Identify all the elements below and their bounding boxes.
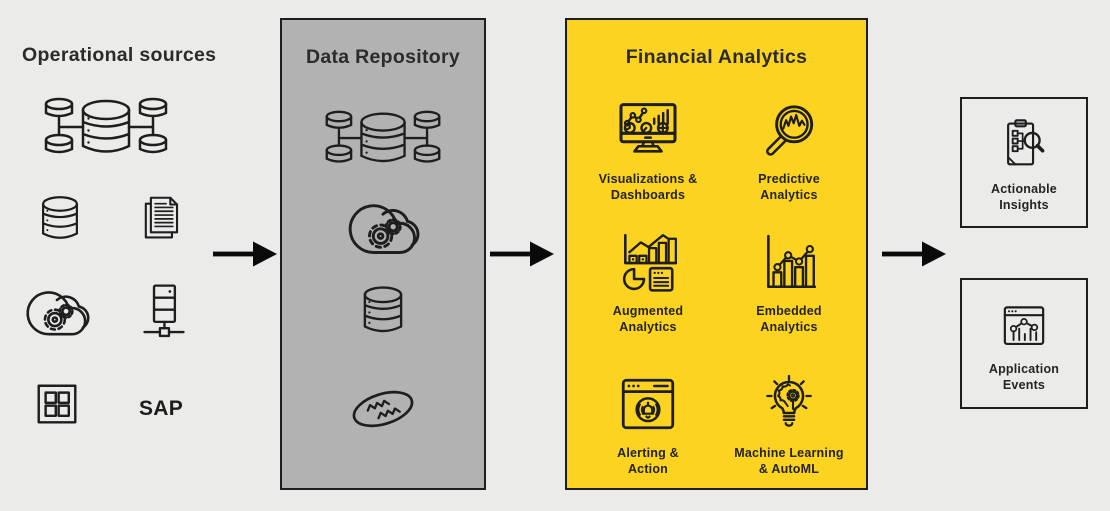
actionable-insights-icon	[995, 117, 1053, 170]
analytics-item: Machine Learning & AutoML	[716, 372, 862, 478]
output-label: Actionable Insights	[991, 182, 1057, 213]
database-icon	[354, 283, 412, 341]
networked-database-icon	[42, 95, 170, 161]
analytics-item: Augmented Analytics	[575, 230, 721, 336]
cloud-integration-icon	[24, 282, 90, 340]
data-repository-panel: Data Repository	[280, 18, 486, 490]
augmented-analytics-icon	[615, 230, 681, 294]
networked-database-icon	[323, 108, 443, 170]
cloud-integration-icon	[346, 194, 420, 259]
actionable-insights-box: Actionable Insights	[960, 97, 1088, 228]
analytics-item-label: Alerting & Action	[617, 446, 679, 477]
application-events-box: Application Events	[960, 278, 1088, 409]
right-arrow-icon	[490, 239, 554, 269]
output-label: Application Events	[988, 362, 1060, 393]
right-arrow-icon	[213, 239, 277, 269]
analytics-item-label: Machine Learning & AutoML	[734, 446, 844, 477]
machine-learning-automl-icon	[757, 372, 821, 436]
database-icon	[33, 193, 87, 247]
financial-analytics-panel: Financial Analytics Visualizations	[565, 18, 868, 490]
analytics-item: Predictive Analytics	[716, 98, 862, 204]
server-icon	[135, 280, 193, 342]
data-repository-title: Data Repository	[305, 46, 461, 68]
analytics-item-label: Visualizations & Dashboards	[598, 172, 698, 203]
application-window-icon	[31, 378, 83, 430]
predictive-analytics-icon	[756, 98, 822, 162]
visualizations-dashboards-icon	[612, 98, 684, 162]
analytics-item-label: Augmented Analytics	[612, 304, 684, 335]
application-events-icon	[996, 303, 1052, 350]
analytics-item: Visualizations & Dashboards	[575, 98, 721, 204]
financial-analytics-title: Financial Analytics	[625, 46, 808, 68]
analytics-item: Embedded Analytics	[716, 230, 862, 336]
analytics-item: Alerting & Action	[575, 372, 721, 478]
analytics-item-label: Predictive Analytics	[758, 172, 820, 203]
embedded-analytics-icon	[756, 230, 822, 294]
alerting-action-icon	[615, 372, 681, 436]
right-arrow-icon	[882, 239, 946, 269]
sap-label: SAP	[139, 397, 184, 420]
documents-icon	[134, 193, 188, 243]
operational-sources-title: Operational sources	[22, 44, 217, 66]
data-lake-icon	[339, 378, 427, 440]
analytics-item-label: Embedded Analytics	[756, 304, 822, 335]
